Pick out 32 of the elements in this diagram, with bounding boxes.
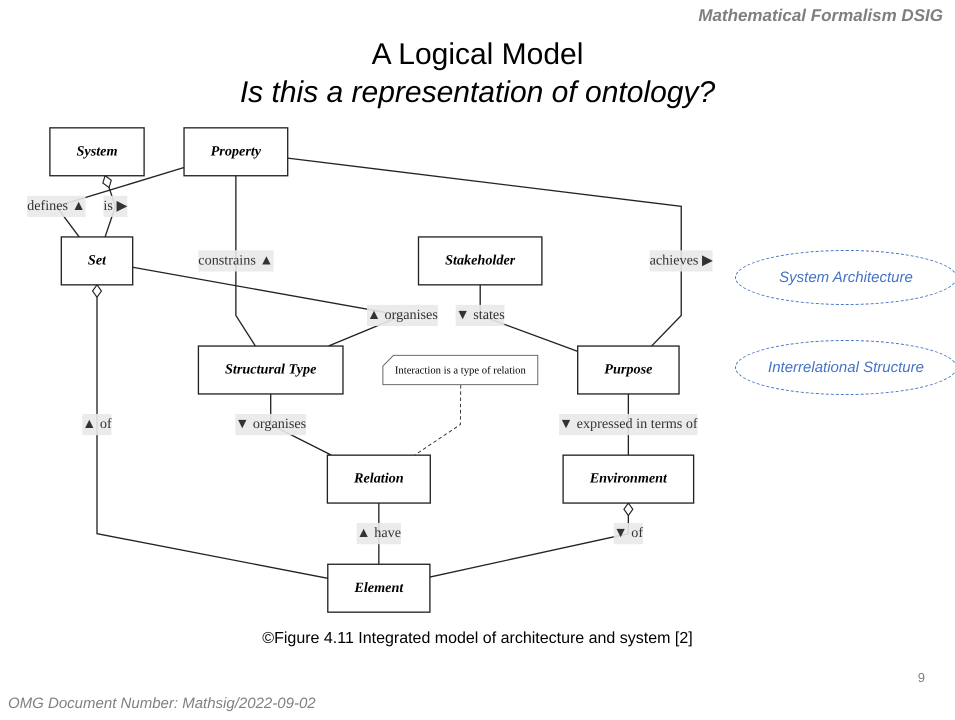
edge-label: ▼ expressed in terms of xyxy=(559,416,698,432)
figure-caption: ©Figure 4.11 Integrated model of architecture and system [2] xyxy=(261,630,694,648)
connector xyxy=(235,176,256,346)
node-box: Structural Type xyxy=(198,345,344,395)
slide-title: A Logical Model xyxy=(370,38,584,72)
edge-label: is ▶ xyxy=(103,198,128,214)
edge-label: constrains ▲ xyxy=(198,252,274,268)
footer-text: OMG Document Number: Mathsig/2022-09-02 xyxy=(8,695,316,712)
header-text: Mathematical Formalism DSIG xyxy=(698,6,943,26)
node-box: System xyxy=(49,127,145,176)
edge-label: ▲ of xyxy=(82,416,112,432)
connector xyxy=(92,284,328,579)
edge-label: ▲ have xyxy=(356,526,402,541)
node-box: Stakeholder xyxy=(418,236,543,286)
page-number: 9 xyxy=(918,670,925,685)
connector xyxy=(288,157,682,347)
edge-label: ▼ of xyxy=(614,526,644,541)
edge-label: achieves ▶ xyxy=(650,252,713,268)
group-label: Interrelational Structure xyxy=(735,340,955,395)
group-label: System Architecture xyxy=(735,250,955,305)
node-box: Property xyxy=(183,127,288,176)
edge-label: ▼ states xyxy=(456,307,505,323)
node-box: Set xyxy=(60,236,134,286)
node-box: Purpose xyxy=(577,345,680,395)
edge-label: ▲ organises xyxy=(366,307,438,323)
node-box: Relation xyxy=(326,454,431,504)
edge-label: ▼ organises xyxy=(235,416,306,432)
node-box: Environment xyxy=(562,454,694,504)
node-box: Element xyxy=(327,564,431,613)
edge-label: defines ▲ xyxy=(27,198,86,214)
connector xyxy=(430,502,634,578)
subtitle: Is this a representation of ontology? xyxy=(238,76,716,110)
